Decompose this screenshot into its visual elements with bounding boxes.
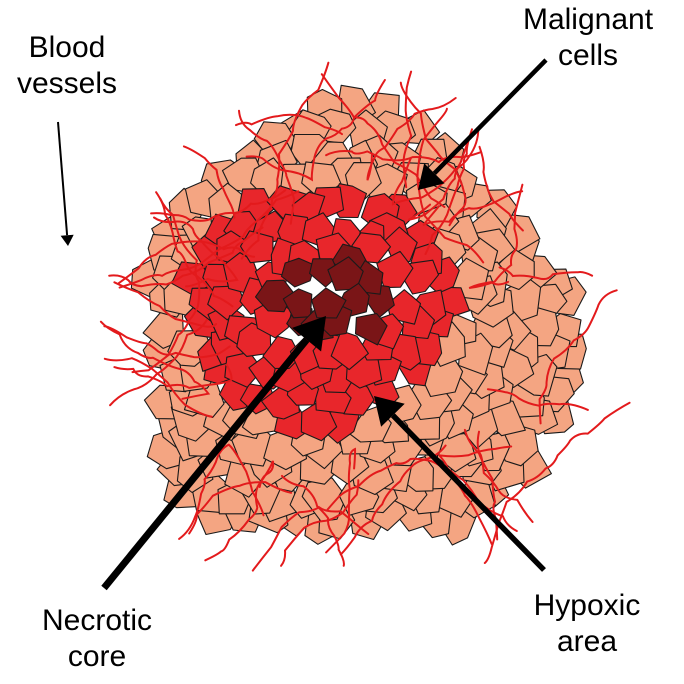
cell — [282, 288, 313, 319]
blood-vessel — [108, 226, 264, 288]
blood-vessel — [204, 460, 275, 562]
arrow-layer — [57, 58, 548, 591]
malignant-cells-arrow-shaft — [432, 58, 548, 175]
blood-vessel — [486, 388, 589, 411]
blood-vessel — [155, 191, 234, 308]
blood-vessel — [118, 190, 300, 289]
cell — [330, 330, 369, 371]
blood-vessel — [498, 266, 594, 281]
cell — [311, 287, 347, 319]
blood-vessel — [153, 216, 239, 288]
necrotic-core-arrow-shaft — [101, 337, 310, 591]
label-blood-vessels: Blood vessels — [16, 31, 118, 100]
blood-vessel — [109, 318, 208, 407]
blood-vessel — [99, 320, 211, 400]
blood-vessel — [117, 240, 256, 285]
blood-vessel — [131, 197, 201, 374]
blood-vessel — [113, 363, 233, 389]
blood-vessel — [320, 73, 446, 208]
cell — [280, 257, 316, 288]
blood-vessel — [240, 61, 330, 260]
blood-vessel — [468, 183, 524, 289]
blood-vessel — [326, 457, 493, 545]
blood-vessel — [366, 97, 457, 181]
blood-vessels-arrow-shaft — [57, 121, 69, 236]
necrotic-core-arrow-head — [292, 316, 326, 352]
blood-vessel — [416, 107, 485, 264]
blood-vessel — [182, 145, 236, 219]
blood-vessel — [325, 447, 357, 554]
blood-vessel-layer — [99, 61, 631, 572]
label-necrotic-core: Necrotic core — [41, 604, 153, 673]
blood-vessel — [325, 150, 481, 164]
blood-vessel — [245, 79, 386, 182]
blood-vessel — [281, 474, 345, 567]
blood-vessels-arrow-head — [60, 234, 74, 246]
blood-vessel — [235, 113, 343, 136]
malignant-cells-arrow-head — [418, 163, 445, 190]
hypoxic-area-arrow-shaft — [390, 413, 546, 572]
cell — [254, 279, 294, 313]
hypoxic-area-arrow-head — [374, 396, 405, 427]
label-hypoxic-area: Hypoxic area — [533, 589, 641, 658]
blood-vessel — [113, 281, 218, 328]
blood-vessel — [483, 401, 631, 564]
blood-vessel — [399, 81, 467, 227]
blood-vessel — [103, 325, 231, 359]
cell — [386, 289, 422, 325]
blood-vessel — [538, 289, 618, 425]
blood-vessel — [422, 190, 524, 227]
blood-vessel — [478, 145, 524, 232]
cell — [354, 312, 388, 346]
blood-vessel — [188, 481, 293, 535]
blood-vessel — [280, 479, 360, 567]
blood-vessel — [103, 357, 213, 418]
blood-vessel — [424, 128, 473, 255]
blood-vessel — [251, 505, 370, 572]
blood-vessel — [408, 133, 472, 221]
label-malignant-cells: Malignant cells — [522, 3, 654, 72]
